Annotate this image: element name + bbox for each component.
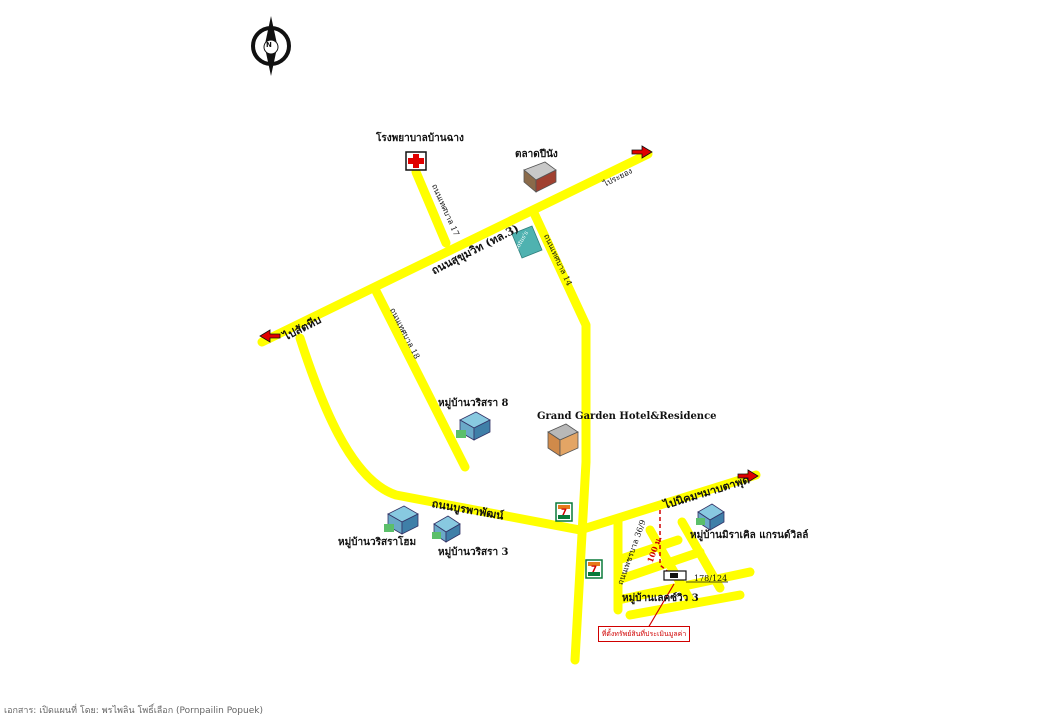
village-vistra3-icon bbox=[432, 515, 461, 543]
road-branch-2 bbox=[613, 547, 705, 585]
road-soi-17 bbox=[411, 167, 451, 248]
footer-credit: เอกสาร: เปิดแผนที่ โดย: พรไพลิน โพธิ์เลื… bbox=[4, 706, 263, 716]
north-compass-icon bbox=[251, 16, 291, 76]
road-branch-6 bbox=[677, 517, 725, 593]
label-hotel: Grand Garden Hotel&Residence bbox=[537, 411, 717, 422]
arrow-to-nikhom-icon bbox=[737, 469, 759, 483]
road-sukhumvit bbox=[257, 149, 653, 347]
road-branch-1 bbox=[613, 535, 683, 565]
label-village-vistra8: หมู่บ้านวริสรา 8 bbox=[438, 398, 509, 409]
seven-eleven-icon-2: 7 bbox=[585, 559, 603, 579]
svg-text:7: 7 bbox=[591, 565, 597, 575]
arrow-to-sattahip-icon bbox=[259, 329, 281, 343]
road-soi-18 bbox=[371, 286, 470, 472]
road-branch-5 bbox=[645, 525, 695, 605]
village-mira-icon bbox=[696, 503, 725, 531]
seven-eleven-icon: 7 bbox=[555, 502, 573, 522]
asset-location-marker-icon bbox=[663, 570, 728, 583]
label-village-vistra-home: หมู่บ้านวริสราโฮม bbox=[338, 537, 417, 548]
arrow-to-rayong-icon bbox=[631, 145, 653, 159]
label-village-mira: หมู่บ้านมิราเคิล แกรนด์วิลล์ bbox=[690, 530, 809, 541]
road-soi-14 bbox=[529, 208, 591, 665]
label-village-vistra3: หมู่บ้านวริสรา 3 bbox=[438, 547, 509, 558]
compass-letter: N bbox=[266, 41, 272, 49]
lotus-sign-icon bbox=[511, 225, 543, 259]
village-vistra-home-icon bbox=[384, 505, 419, 535]
label-hospital: โรงพยาบาลบ้านฉาง bbox=[376, 133, 464, 144]
label-market: ตลาดปีนัง bbox=[515, 149, 558, 160]
hotel-building-icon bbox=[547, 423, 579, 457]
asset-pointer-line bbox=[647, 583, 675, 629]
road-branch-4 bbox=[625, 590, 745, 620]
hospital-icon bbox=[405, 151, 427, 171]
road-to-nikhom bbox=[575, 470, 761, 535]
label-asset-address: 178/124 bbox=[694, 574, 728, 583]
village-vistra8-icon bbox=[456, 411, 491, 441]
svg-text:7: 7 bbox=[561, 508, 567, 518]
label-village-lake: หมู่บ้านเลคซ์วิว 3 bbox=[622, 593, 699, 604]
asset-legend-box: ที่ตั้งทรัพย์สินที่ประเมินมูลค่า bbox=[598, 626, 690, 642]
market-building-icon bbox=[523, 161, 557, 193]
road-burapattana bbox=[295, 333, 585, 535]
